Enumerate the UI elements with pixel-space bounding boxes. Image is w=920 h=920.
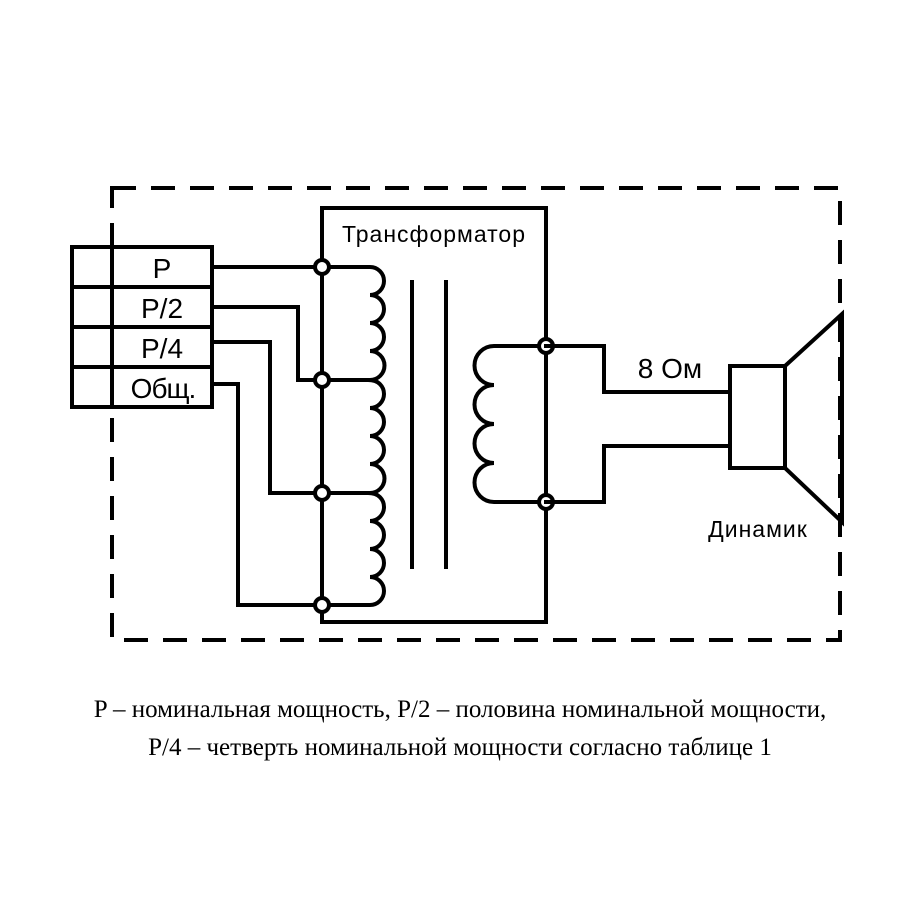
caption-line-1: P – номинальная мощность, P/2 – половина…	[93, 696, 827, 723]
input-wires	[210, 265, 324, 607]
speaker-cone	[783, 309, 844, 527]
wire-common	[210, 382, 324, 607]
terminal-label-p2: P/2	[141, 293, 183, 324]
tap-dot	[313, 258, 331, 276]
impedance-label: 8 Ом	[638, 353, 702, 384]
wire-p4	[210, 340, 324, 495]
caption-line-2: P/4 – четверть номинальной мощности согл…	[148, 734, 772, 761]
wire-p2	[210, 305, 324, 382]
secondary-winding	[472, 344, 548, 504]
terminal-label-common: Общ.	[131, 373, 196, 404]
tap-dot	[313, 371, 331, 389]
output-wires	[544, 344, 732, 504]
output-wire-top	[544, 344, 732, 394]
tap-dot	[313, 596, 331, 614]
transformer: Трансформатор	[313, 206, 555, 624]
terminal-label-p4: P/4	[141, 333, 183, 364]
output-wire-bottom	[544, 444, 732, 504]
transformer-box	[320, 206, 548, 624]
speaker-label: Динамик	[708, 516, 808, 542]
speaker-icon	[728, 309, 844, 527]
transformer-label: Трансформатор	[342, 221, 526, 247]
terminal-label-p: P	[153, 253, 172, 284]
speaker-magnet	[728, 364, 787, 470]
terminal-block: P P/2 P/4 Общ.	[70, 245, 214, 409]
tap-dot	[313, 484, 331, 502]
primary-winding	[320, 265, 387, 607]
